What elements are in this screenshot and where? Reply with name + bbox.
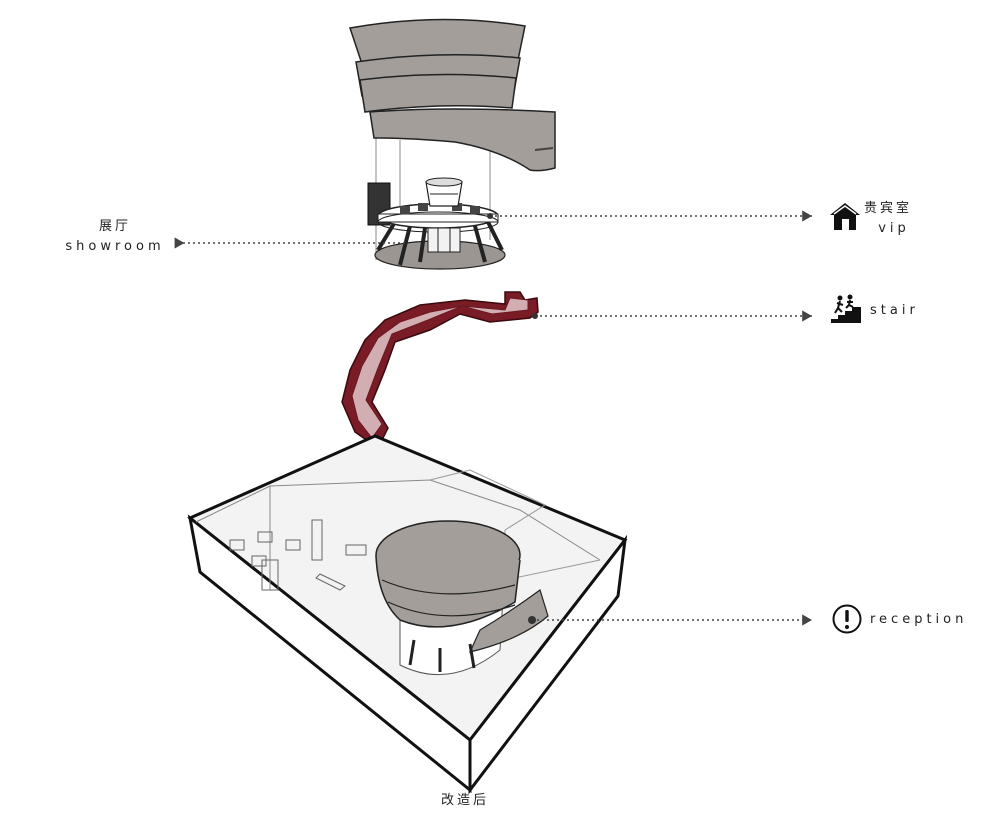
exclamation-circle-icon <box>832 604 862 634</box>
leader-lines <box>174 210 812 626</box>
reception-label: reception <box>870 612 968 627</box>
vip-label-en: vip <box>878 221 910 236</box>
showroom-label-cn: 展厅 <box>98 219 131 234</box>
red-stair <box>341 291 539 450</box>
house-icon <box>830 203 860 230</box>
reception-floor-box <box>187 434 628 795</box>
vip-spiral-sculpture <box>349 18 556 260</box>
stair-label: stair <box>870 303 919 318</box>
vip-label-cn: 贵宾室 <box>864 201 913 216</box>
diagram-caption: 改造后 <box>440 793 489 808</box>
vip-platform <box>367 177 506 270</box>
stair-climbers-icon <box>831 294 861 323</box>
showroom-label-en: showroom <box>65 239 165 254</box>
